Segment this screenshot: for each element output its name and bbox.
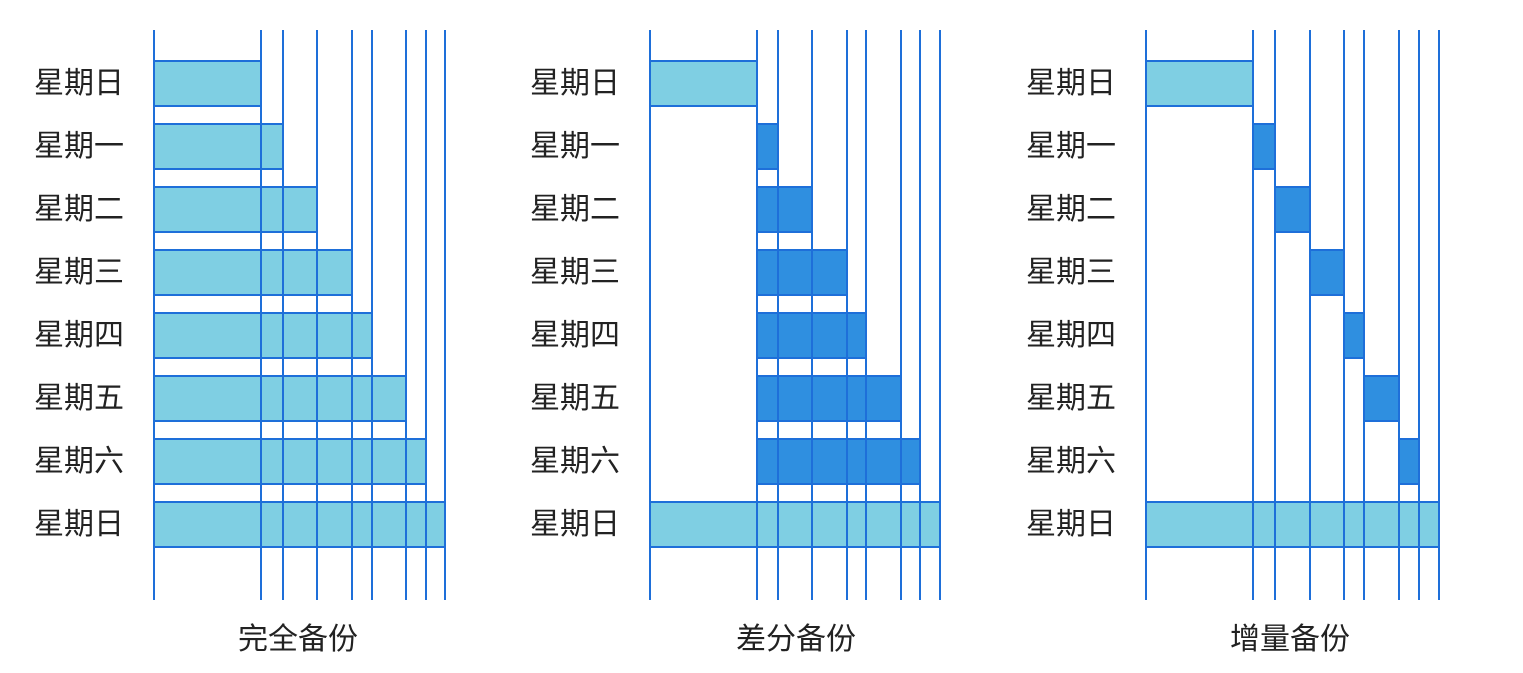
day-label: 星期日 [1026, 506, 1116, 542]
backup-bar-1-4 [153, 249, 353, 296]
backup-bar-3-7 [1398, 438, 1420, 485]
backup-bar-3-4 [1309, 249, 1345, 296]
day-label: 星期日 [530, 506, 620, 542]
backup-bar-1-5 [153, 312, 373, 359]
day-label: 星期二 [530, 191, 620, 227]
backup-bar-1-8 [153, 501, 446, 548]
backup-bar-1-7 [153, 438, 427, 485]
day-label: 星期日 [34, 65, 124, 101]
backup-bar-1-2 [153, 123, 284, 170]
backup-bar-2-1 [649, 60, 758, 107]
day-label: 星期三 [34, 254, 124, 290]
backup-bar-2-2 [756, 123, 779, 170]
day-label: 星期五 [34, 380, 124, 416]
backup-bar-2-3 [756, 186, 813, 233]
backup-bar-3-5 [1343, 312, 1365, 359]
backup-bar-3-1 [1145, 60, 1254, 107]
backup-bar-3-2 [1252, 123, 1276, 170]
panel-title: 差分备份 [736, 622, 856, 657]
panel-title: 完全备份 [238, 622, 358, 657]
backup-bar-2-8 [649, 501, 941, 548]
backup-bar-1-6 [153, 375, 407, 422]
day-label: 星期一 [34, 128, 124, 164]
day-label: 星期五 [1026, 380, 1116, 416]
backup-bar-3-6 [1363, 375, 1400, 422]
backup-bar-3-3 [1274, 186, 1311, 233]
day-label: 星期日 [34, 506, 124, 542]
day-label: 星期五 [530, 380, 620, 416]
backup-bar-1-1 [153, 60, 262, 107]
backup-bar-2-7 [756, 438, 921, 485]
day-label: 星期日 [530, 65, 620, 101]
day-label: 星期六 [1026, 443, 1116, 479]
day-label: 星期四 [1026, 317, 1116, 353]
day-label: 星期日 [1026, 65, 1116, 101]
day-label: 星期四 [34, 317, 124, 353]
day-label: 星期一 [530, 128, 620, 164]
day-label: 星期三 [530, 254, 620, 290]
day-label: 星期六 [34, 443, 124, 479]
backup-bar-3-8 [1145, 501, 1440, 548]
day-label: 星期二 [34, 191, 124, 227]
backup-bar-2-4 [756, 249, 848, 296]
backup-bar-1-3 [153, 186, 318, 233]
day-label: 星期一 [1026, 128, 1116, 164]
panel-title: 增量备份 [1230, 622, 1350, 657]
day-label: 星期三 [1026, 254, 1116, 290]
day-label: 星期二 [1026, 191, 1116, 227]
day-label: 星期四 [530, 317, 620, 353]
day-label: 星期六 [530, 443, 620, 479]
